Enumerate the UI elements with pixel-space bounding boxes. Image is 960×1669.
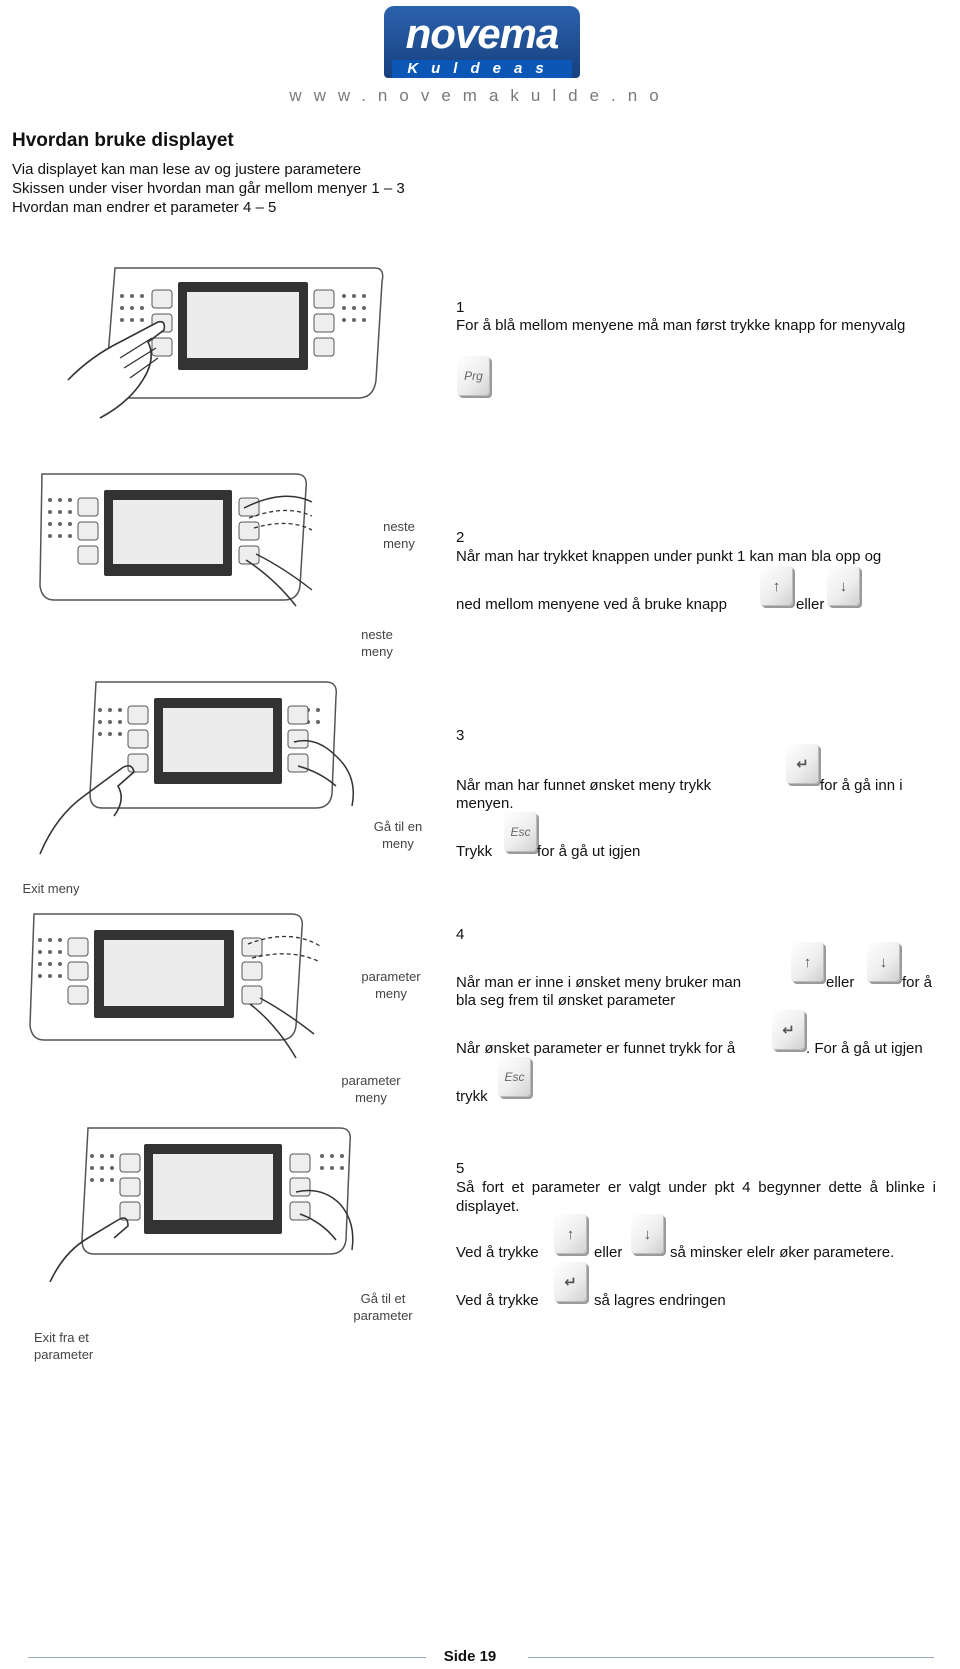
- label-exit-meny: Exit meny: [22, 881, 80, 896]
- step-2-text: Når man har trykket knappen under punkt …: [456, 548, 882, 565]
- label-exit-fra-et-parameter: Exit fra et parameter: [34, 1330, 94, 1362]
- page-title: Hvordan bruke displayet: [12, 130, 234, 151]
- step-4-number: 4: [456, 926, 465, 943]
- step-3-exit: for å gå ut igjen: [537, 843, 641, 860]
- step-4-exit: . For å gå ut igjen: [806, 1040, 923, 1057]
- intro-line: Via displayet kan man lese av og justere…: [12, 161, 362, 178]
- enter-key-icon: ↵: [786, 744, 819, 784]
- label-parameter-meny-top: parameter meny: [361, 969, 421, 1001]
- up-key-icon: ↑: [791, 942, 824, 982]
- controller-illustration-1: [67, 267, 384, 419]
- step-5-or: eller: [594, 1244, 623, 1261]
- label-neste-meny-bottom: neste meny: [361, 627, 393, 659]
- up-key-icon: ↑: [554, 1214, 587, 1254]
- down-key-icon: ↓: [631, 1214, 664, 1254]
- step-3-number: 3: [456, 727, 465, 744]
- footer-rule-left: [28, 1657, 426, 1658]
- controller-illustration-4: [29, 913, 321, 1059]
- step-1-number: 1: [456, 299, 465, 316]
- footer-rule-right: [528, 1657, 934, 1658]
- enter-key-icon: ↵: [554, 1262, 587, 1302]
- step-2-number: 2: [456, 529, 465, 546]
- step-3-text: Når man har funnet ønsket meny trykk: [456, 777, 712, 794]
- step-5-text: Så fort et parameter er valgt under pkt …: [456, 1179, 936, 1215]
- step-2-line2: ned mellom menyene ved å bruke knapp: [456, 596, 727, 613]
- esc-key-icon: Esc: [498, 1057, 531, 1097]
- step-5-number: 5: [456, 1160, 465, 1177]
- step-4-found: Når ønsket parameter er funnet trykk for…: [456, 1040, 736, 1057]
- step-5-adjust: så minsker elelr øker parametere.: [670, 1244, 895, 1261]
- intro-line: Skissen under viser hvordan man går mell…: [12, 180, 405, 197]
- step-4-or: eller: [826, 974, 855, 991]
- website-url: www.novemakulde.no: [289, 86, 671, 105]
- step-4-text-c: bla seg frem til ønsket parameter: [456, 992, 676, 1009]
- controller-illustration-5: [49, 1127, 354, 1282]
- controller-illustration-3: [39, 681, 354, 855]
- down-key-icon: ↓: [867, 942, 900, 982]
- step-3-press: Trykk: [456, 843, 493, 860]
- controller-illustration-2: [39, 473, 313, 607]
- novema-logo: novema Kuldeas: [384, 6, 580, 78]
- step-5-use: Ved å trykke: [456, 1244, 539, 1261]
- step-4-press: trykk: [456, 1088, 488, 1105]
- esc-key-icon: Esc: [504, 812, 537, 852]
- up-key-icon: ↑: [760, 566, 793, 606]
- logo-wordmark: novema: [405, 10, 560, 57]
- down-key-icon: ↓: [827, 566, 860, 606]
- step-5-save: så lagres endringen: [594, 1292, 726, 1309]
- page-number: Side 19: [443, 1648, 497, 1665]
- label-ga-til-en-meny: Gå til en meny: [373, 819, 423, 851]
- step-4-text-b: for å: [902, 974, 933, 991]
- prg-key-icon: Prg: [457, 356, 490, 396]
- label-neste-meny-top: neste meny: [383, 519, 415, 551]
- step-3-text-c: menyen.: [456, 795, 514, 812]
- enter-key-icon: ↵: [772, 1010, 805, 1050]
- step-2-or: eller: [796, 596, 825, 613]
- step-5-use2: Ved å trykke: [456, 1292, 539, 1309]
- label-ga-til-et-parameter: Gå til et parameter: [353, 1291, 413, 1323]
- step-3-text-b: for å gå inn i: [820, 777, 903, 794]
- step-1-text: For å blå mellom menyene må man først tr…: [456, 317, 906, 334]
- label-parameter-meny-bottom: parameter meny: [341, 1073, 401, 1105]
- logo-subtitle: Kuldeas: [392, 60, 572, 78]
- intro-line: Hvordan man endrer et parameter 4 – 5: [12, 199, 277, 216]
- step-4-text-a: Når man er inne i ønsket meny bruker man: [456, 974, 742, 991]
